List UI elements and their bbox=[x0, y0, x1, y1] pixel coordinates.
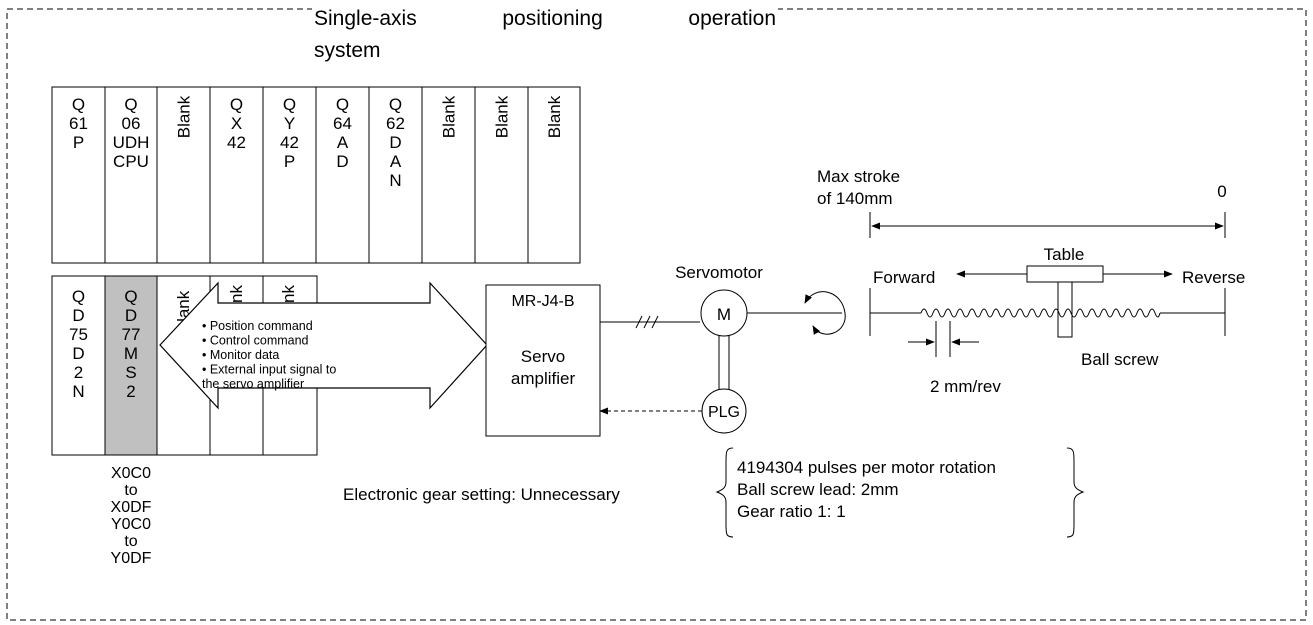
top-slot-4-label: 42 bbox=[227, 133, 246, 152]
top-slot-1-label: P bbox=[73, 133, 84, 152]
top-slot-8-label: Blank bbox=[440, 95, 459, 138]
top-slot-10-label: Blank bbox=[545, 95, 564, 138]
top-slot-3-label: Blank bbox=[175, 95, 194, 138]
top-slot-5-label: Y bbox=[284, 114, 295, 133]
top-slot-4-label: Q bbox=[230, 95, 243, 114]
top-slot-7-label: D bbox=[389, 133, 401, 152]
ball-screw-label: Ball screw bbox=[1081, 350, 1159, 369]
bottom-slot2-label: Q bbox=[124, 287, 137, 306]
servomotor-label: Servomotor bbox=[675, 263, 763, 282]
amplifier-model: MR-J4-B bbox=[511, 293, 574, 310]
io-assignment-line: X0C0 bbox=[111, 465, 151, 482]
arrow-item: • External input signal to bbox=[202, 363, 336, 377]
top-slot-7-label: N bbox=[389, 171, 401, 190]
top-slot-6-label: D bbox=[336, 152, 348, 171]
io-assignment-line: Y0DF bbox=[111, 550, 152, 567]
lead-label: 2 mm/rev bbox=[930, 377, 1001, 396]
ball-screw-thread bbox=[920, 308, 1161, 318]
io-assignment-line: Y0C0 bbox=[111, 516, 151, 533]
table-block bbox=[1026, 265, 1104, 283]
top-slot-6-label: 64 bbox=[333, 114, 352, 133]
table-label: Table bbox=[1044, 245, 1085, 264]
top-slot-1-label: Q bbox=[72, 95, 85, 114]
gear-detail-item: Gear ratio 1: 1 bbox=[737, 502, 846, 521]
amplifier-label-2: amplifier bbox=[511, 369, 576, 388]
io-assignment-line: X0DF bbox=[111, 499, 152, 516]
arrow-item: • Position command bbox=[202, 319, 313, 333]
io-assignment-line: to bbox=[124, 533, 137, 550]
rotation-arrow bbox=[804, 291, 846, 335]
arrow-item: • Monitor data bbox=[202, 348, 279, 362]
top-slot-2-label: UDH bbox=[113, 133, 150, 152]
top-slot-7-label: 62 bbox=[386, 114, 405, 133]
slot4-partial-label: nk bbox=[227, 285, 246, 303]
gear-brace-right bbox=[1066, 447, 1085, 538]
top-slot-4-label: X bbox=[231, 114, 242, 133]
table-stem bbox=[1057, 281, 1073, 338]
bottom-slot2-label: M bbox=[124, 344, 138, 363]
top-slot-2-label: 06 bbox=[122, 114, 141, 133]
arrow-item: the servo amplifier bbox=[202, 377, 304, 391]
stroke-label-1: Max stroke bbox=[817, 167, 900, 186]
gear-detail-item: 4194304 pulses per motor rotation bbox=[737, 458, 996, 477]
stroke-zero-label: 0 bbox=[1217, 182, 1226, 201]
servo-amplifier-box bbox=[485, 284, 601, 437]
bottom-slot1-label: Q bbox=[72, 287, 85, 306]
electronic-gear-label: Electronic gear setting: Unnecessary bbox=[343, 485, 620, 504]
top-slot-5-label: Q bbox=[283, 95, 296, 114]
top-slot-7-label: Q bbox=[389, 95, 402, 114]
top-slot-7-label: A bbox=[390, 152, 402, 171]
bottom-slot1-label: 2 bbox=[74, 363, 83, 382]
gear-detail-item: Ball screw lead: 2mm bbox=[737, 480, 899, 499]
bottom-slot1-label: 75 bbox=[69, 325, 88, 344]
qd77-highlight-slot bbox=[105, 276, 157, 455]
top-slot-2-label: Q bbox=[124, 95, 137, 114]
bottom-slot1-label: N bbox=[72, 382, 84, 401]
encoder-label: PLG bbox=[708, 404, 740, 421]
top-slot-5-label: P bbox=[284, 152, 295, 171]
diagram-title-continued: system bbox=[312, 37, 383, 65]
top-slot-6-label: A bbox=[337, 133, 349, 152]
reverse-label: Reverse bbox=[1182, 268, 1245, 287]
bottom-slot2-label: 2 bbox=[126, 382, 135, 401]
bottom-slot1-label: D bbox=[72, 344, 84, 363]
motor-symbol: M bbox=[717, 305, 731, 324]
arrow-item-list: • Position command• Control command• Mon… bbox=[202, 319, 336, 391]
top-slot-1-label: 61 bbox=[69, 114, 88, 133]
bottom-slot2-label: 77 bbox=[122, 325, 141, 344]
gear-brace-left bbox=[715, 447, 734, 538]
top-slot-6-label: Q bbox=[336, 95, 349, 114]
bottom-slot2-label: D bbox=[125, 306, 137, 325]
forward-label: Forward bbox=[873, 268, 935, 287]
top-slot-5-label: 42 bbox=[280, 133, 299, 152]
top-slot-2-label: CPU bbox=[113, 152, 149, 171]
bottom-slot1-label: D bbox=[72, 306, 84, 325]
stroke-label-2: of 140mm bbox=[817, 189, 893, 208]
top-slot-9-label: Blank bbox=[493, 95, 512, 138]
outer-dashed-frame bbox=[6, 8, 1307, 621]
diagram-title: Single-axis positioning operation bbox=[312, 1, 778, 37]
io-assignment-line: to bbox=[124, 482, 137, 499]
amplifier-label-1: Servo bbox=[521, 347, 565, 366]
bottom-slot2-label: S bbox=[125, 363, 136, 382]
slot5-partial-label: nk bbox=[279, 285, 298, 303]
arrow-item: • Control command bbox=[202, 334, 309, 348]
